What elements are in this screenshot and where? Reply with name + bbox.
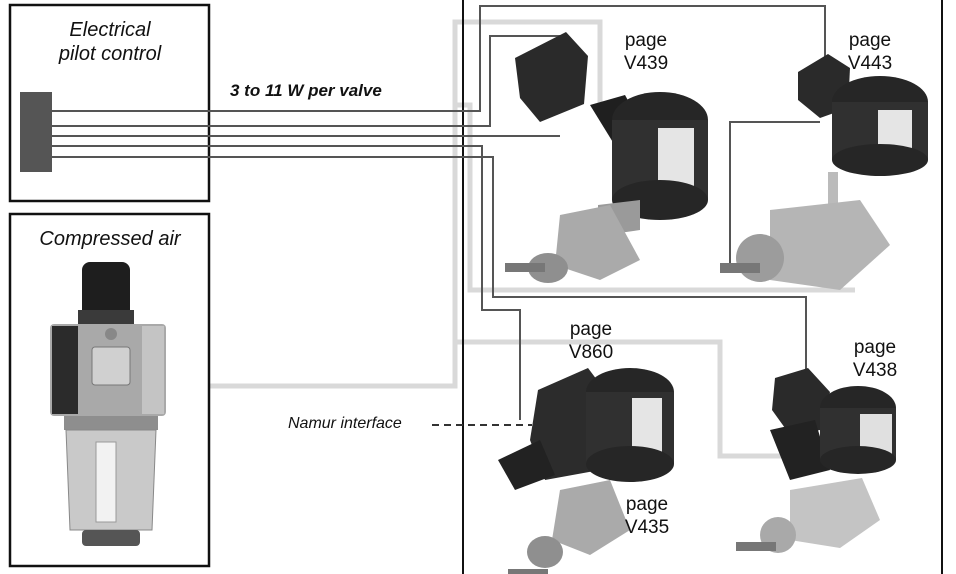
page-word: page	[853, 337, 897, 358]
electrical-box-title: Electrical pilot control	[18, 18, 202, 66]
electrical-title-line1: Electrical	[69, 19, 151, 41]
valve-v438-illustration	[736, 368, 896, 553]
page-code: V860	[568, 342, 614, 363]
wire-to-v438	[52, 156, 807, 372]
page-ref-v435: page V435	[614, 493, 680, 539]
page-code: V438	[852, 360, 898, 381]
page-ref-v438: page V438	[842, 336, 908, 382]
page-word: page	[569, 319, 613, 340]
wire-v443-side	[729, 121, 820, 268]
page-code: V443	[847, 53, 893, 74]
page-word: page	[625, 494, 669, 515]
page-ref-v860: page V860	[558, 318, 624, 364]
page-ref-v443: page V443	[840, 29, 900, 75]
air-pipe-main	[10, 19, 603, 389]
electrical-connector-block	[20, 92, 52, 172]
power-label: 3 to 11 W per valve	[230, 81, 382, 100]
air-pipe-lower	[455, 339, 790, 459]
valve-v443-illustration	[720, 54, 928, 290]
page-word: page	[624, 30, 668, 51]
compressed-air-title: Compressed air	[39, 228, 181, 250]
page-word: page	[848, 30, 892, 51]
page-ref-v439: page V439	[616, 29, 676, 75]
page-code: V435	[624, 517, 670, 538]
filter-regulator-illustration	[50, 262, 166, 546]
electrical-title-line2: pilot control	[58, 43, 162, 65]
valve-v860-v435-illustration	[498, 368, 674, 574]
namur-interface-label: Namur interface	[288, 415, 402, 432]
wire-to-v860	[52, 145, 521, 420]
wire-to-v443	[52, 5, 826, 112]
valve-v439-illustration	[505, 32, 708, 283]
page-code: V439	[623, 53, 669, 74]
